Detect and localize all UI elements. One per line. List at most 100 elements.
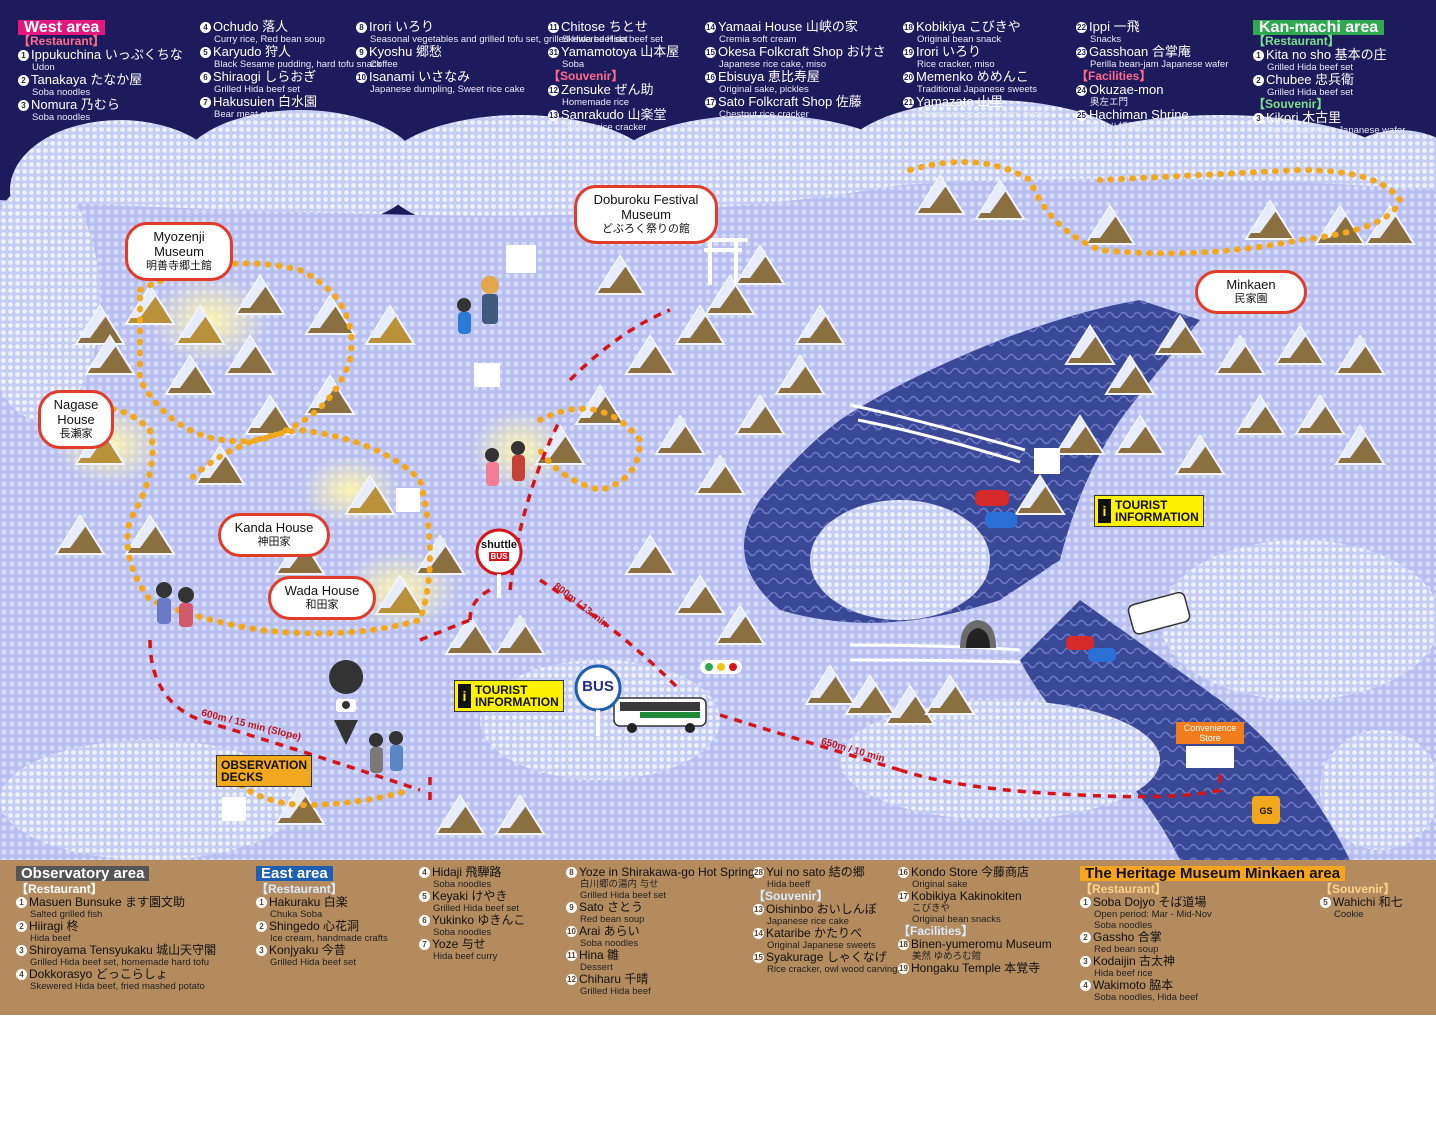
legend-item-desc: Japanese rice cake	[767, 916, 849, 927]
legend-item-subname: 白川八幡神社	[1090, 122, 1148, 133]
legend-item-name: Sanrakudo 山楽堂	[561, 107, 667, 122]
legend-item-desc: Dessert	[580, 962, 613, 973]
minkaen-label: Minkaen	[1226, 277, 1276, 292]
bus-stop[interactable]: BUS	[580, 678, 616, 695]
wada-house-callout[interactable]: Wada House 和田家	[268, 576, 376, 620]
roof-snow	[700, 458, 726, 488]
legend-item-desc: Perilla bean-jam Japanese wafer	[1090, 59, 1229, 70]
number-badge: 1	[1253, 50, 1264, 61]
number-badge: 22	[1076, 22, 1087, 33]
minkaen-callout[interactable]: Minkaen 民家園	[1195, 270, 1307, 314]
roof-snow	[90, 338, 116, 368]
information-label: INFORMATION	[475, 695, 559, 709]
legend-item-desc: Original rice cracker	[562, 122, 647, 133]
shuttle-bus-stop[interactable]: shuttle BUS	[480, 540, 518, 562]
legend-item-name: Dokkorasyo どっこらしょ	[29, 967, 168, 981]
number-badge: 2	[18, 75, 29, 86]
kanda-house-callout[interactable]: Kanda House 神田家	[218, 513, 330, 557]
roof-snow	[630, 538, 656, 568]
roof-snow	[710, 278, 736, 308]
legend-item-desc: Soba noodles	[32, 87, 91, 98]
number-badge: 5	[1320, 897, 1331, 908]
kanda-jp-label: 神田家	[257, 536, 291, 548]
convenience-store[interactable]: Convenience Store	[1176, 723, 1244, 743]
roof-snow	[1240, 398, 1266, 428]
heritage-souvenir-label: 【Souvenir】	[1320, 882, 1396, 896]
legend-item-desc: Shirakawa-go paper fan, puzzle	[917, 109, 1051, 120]
nagase-house-callout[interactable]: Nagase House 長瀬家	[38, 390, 114, 449]
legend-item-desc: Soba	[562, 59, 585, 70]
west-area-title: West area	[18, 20, 106, 36]
tourist-information-sign[interactable]: i TOURIST INFORMATION	[454, 680, 564, 712]
observation-decks-sign[interactable]: OBSERVATION DECKS	[216, 755, 313, 787]
doburoku-museum-callout[interactable]: Doburoku Festival Museum どぶろく祭りの館	[574, 185, 718, 244]
roof-snow	[1220, 338, 1246, 368]
roof-snow	[230, 338, 256, 368]
info-icon: i	[1098, 499, 1111, 523]
number-badge: 4	[1080, 980, 1091, 991]
roof-snow	[370, 308, 396, 338]
legend-item-name: Shiroyama Tensyukaku 城山天守閣	[29, 943, 217, 957]
east-facilities-label: 【Facilities】	[898, 924, 974, 938]
legend-item-desc: Japanese rice cake, miso	[719, 59, 827, 70]
legend-item-name: Memenko めめんこ	[916, 69, 1029, 84]
legend-item-desc: Chuka Soba	[270, 909, 323, 920]
number-badge: 1	[1080, 897, 1091, 908]
legend-item-desc: Soba noodles, Hida beef	[1094, 992, 1199, 1003]
legend-item-name: Yui no sato 結の郷	[766, 865, 865, 879]
roof-snow	[1110, 358, 1136, 388]
legend-item-name: Soba Dojyo そば道場	[1093, 895, 1207, 909]
legend-item-desc: Black Sesame pudding, hard tofu snack	[214, 59, 382, 70]
legend-item-desc: Original sake	[912, 879, 968, 890]
legend-item-name: Masuen Bunsuke ます園文助	[29, 895, 186, 909]
legend-item-desc: Grilled Hida beef set	[214, 84, 301, 95]
west-restaurant-label: 【Restaurant】	[18, 34, 105, 48]
roof-snow	[800, 308, 826, 338]
roof-snow	[1120, 418, 1146, 448]
myozenji-jp-label: 明善寺郷土館	[146, 260, 212, 272]
number-badge: 18	[898, 939, 909, 950]
legend-item-name: Wakimoto 脇本	[1093, 978, 1174, 992]
legend-item-desc: Homemade rice	[562, 97, 630, 108]
legend-item-desc: Soba noodles	[580, 938, 639, 949]
gas-station[interactable]: GS	[1254, 806, 1278, 816]
myozenji-museum-callout[interactable]: Myozenji Museum 明善寺郷土館	[125, 222, 233, 281]
legend-item-name: Wahichi 和七	[1333, 895, 1403, 909]
convenience-label: Convenience	[1183, 723, 1237, 733]
legend-item-subname: 美然 ゆめろむ館	[912, 951, 982, 962]
store-label: Store	[1199, 733, 1221, 743]
wada-label: Wada House	[284, 583, 360, 598]
number-badge: 19	[903, 47, 914, 58]
number-badge: 20	[903, 72, 914, 83]
roof-snow	[1320, 208, 1346, 238]
east-souvenir-label: 【Souvenir】	[753, 889, 829, 903]
roof-snow	[380, 578, 406, 608]
roof-snow	[680, 578, 706, 608]
tourist-information-sign-east[interactable]: i TOURIST INFORMATION	[1094, 495, 1204, 527]
legend-item-name: Gassho 合掌	[1093, 930, 1162, 944]
legend-item-desc: Ice cream, handmade crafts	[270, 933, 388, 944]
roof-snow	[130, 288, 156, 318]
